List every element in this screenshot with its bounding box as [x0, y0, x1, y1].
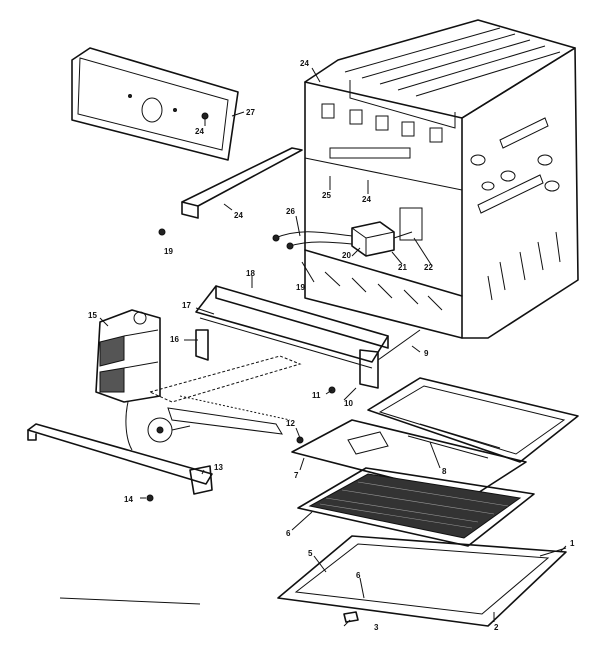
callout-27: 27 — [246, 108, 255, 117]
callout-20: 20 — [342, 251, 351, 260]
front-panel — [71, 47, 239, 161]
callout-26: 24 — [300, 59, 309, 68]
callout-6-filter: 6 — [286, 529, 291, 538]
callout-17: 17 — [182, 301, 191, 310]
callout-3: 3 — [374, 623, 379, 632]
callout-21: 21 — [398, 263, 407, 272]
callout-10: 10 — [344, 399, 353, 408]
callout-19-top: 19 — [164, 247, 173, 256]
callout-1: 1 — [570, 539, 575, 548]
bottom-rail — [27, 423, 213, 502]
transformer-assembly — [272, 221, 413, 257]
callout-2: 2 — [494, 623, 499, 632]
callout-24-body: 25 — [322, 191, 331, 200]
callout-8: 8 — [442, 467, 447, 476]
leader-lines — [59, 67, 567, 627]
burner-tubes — [147, 355, 302, 443]
burner-bracket — [195, 285, 421, 394]
angle-bracket — [158, 147, 303, 236]
callout-24-panel: 24 — [195, 127, 204, 136]
gas-valve — [95, 309, 161, 451]
callout-5: 5 — [308, 549, 313, 558]
air-filter — [297, 467, 535, 547]
callout-19-wire: 19 — [296, 283, 305, 292]
combustion-tray — [291, 377, 579, 499]
callout-9: 9 — [424, 349, 429, 358]
callout-23: 24 — [362, 195, 371, 204]
callout-labels: 24 27 24 24 25 24 26 19 19 20 21 22 18 1… — [88, 59, 575, 632]
callout-22: 22 — [424, 263, 433, 272]
callout-11: 11 — [312, 391, 321, 400]
callout-12: 12 — [286, 419, 295, 428]
callout-14: 14 — [124, 495, 133, 504]
base-pan — [277, 535, 567, 627]
callout-7: 7 — [294, 471, 299, 480]
callout-15: 15 — [88, 311, 97, 320]
callout-13: 13 — [214, 463, 223, 472]
callout-25: 26 — [286, 207, 295, 216]
callout-16: 16 — [170, 335, 179, 344]
callout-18: 18 — [246, 269, 255, 278]
callout-6-pan: 6 — [356, 571, 361, 580]
callout-24-bracket: 24 — [234, 211, 243, 220]
heater-body — [304, 19, 579, 339]
